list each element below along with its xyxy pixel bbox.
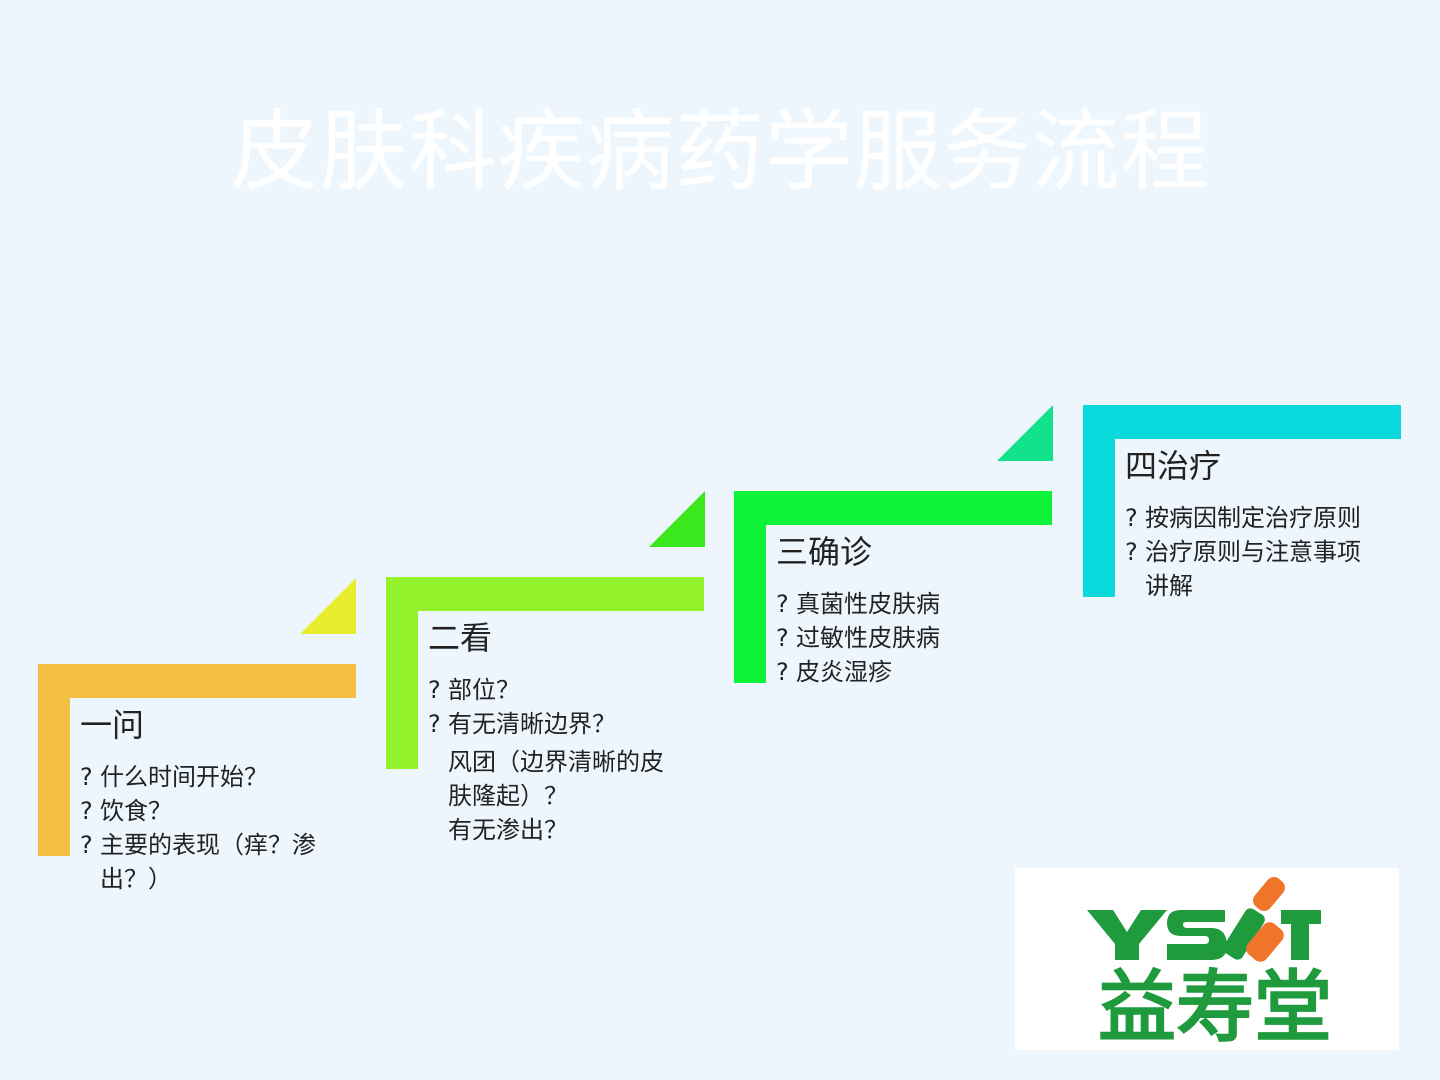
step-1-items: 什么时间开始？ 饮食？ 主要的表现（痒？渗 出？） <box>80 760 316 896</box>
step-1-left-bar <box>38 664 70 856</box>
step-1-top-bar <box>38 664 356 698</box>
step-2-item-3: 风团（边界清晰的皮 <box>448 748 664 776</box>
step-2-top-bar <box>386 577 704 611</box>
step-3: 三确诊 真菌性皮肤病 过敏性皮肤病 皮炎湿疹 <box>734 491 1064 711</box>
logo-chinese-name: 益寿堂 <box>1098 963 1332 1050</box>
step-3-corner-triangle <box>997 405 1053 461</box>
logo-graphic: 益寿堂 <box>1087 877 1332 1050</box>
step-1-title: 一问 <box>80 706 145 744</box>
step-3-title: 三确诊 <box>776 533 873 571</box>
step-2-title: 二看 <box>428 619 493 657</box>
step-3-item-3: 皮炎湿疹 <box>776 655 940 689</box>
step-1-item-1: 什么时间开始？ <box>80 760 316 794</box>
step-4-items: 按病因制定治疗原则 治疗原则与注意事项 讲解 <box>1125 501 1361 603</box>
step-4: 四治疗 按病因制定治疗原则 治疗原则与注意事项 讲解 <box>1083 405 1413 625</box>
step-2-item-1: 部位？ <box>428 673 664 707</box>
logo-pill-green <box>1223 908 1265 960</box>
step-4-top-bar <box>1083 405 1401 439</box>
step-3-item-1: 真菌性皮肤病 <box>776 587 940 621</box>
step-3-item-2: 过敏性皮肤病 <box>776 621 940 655</box>
logo-letter-s <box>1167 910 1227 960</box>
step-4-title: 四治疗 <box>1125 447 1222 485</box>
slide-title: 皮肤科疾病药学服务流程 <box>230 100 1210 203</box>
step-2-corner-triangle <box>649 491 705 547</box>
step-2-item-5: 有无渗出？ <box>448 816 568 844</box>
logo-pill-orange-bottom <box>1246 922 1284 962</box>
logo-pill-orange-top <box>1253 877 1285 911</box>
step-2-left-bar <box>386 577 418 769</box>
step-1-item-2: 饮食？ <box>80 794 316 828</box>
step-4-item-3: 讲解 <box>1145 572 1193 600</box>
step-2-item-4: 肤隆起）？ <box>448 782 568 810</box>
step-1-item-4: 出？） <box>100 865 172 893</box>
logo-letter-y <box>1087 910 1167 960</box>
step-4-item-2: 治疗原则与注意事项 <box>1125 535 1361 569</box>
step-3-left-bar <box>734 491 766 683</box>
company-logo: 益寿堂 <box>1015 868 1399 1050</box>
step-4-left-bar <box>1083 405 1115 597</box>
step-1-item-3: 主要的表现（痒？渗 <box>80 828 316 862</box>
step-2: 二看 部位？ 有无清晰边界？ 风团（边界清晰的皮 肤隆起）？ 有无渗出？ <box>386 577 716 857</box>
step-1: 一问 什么时间开始？ 饮食？ 主要的表现（痒？渗 出？） <box>38 664 358 904</box>
step-2-item-2: 有无清晰边界？ <box>428 707 664 741</box>
step-3-top-bar <box>734 491 1052 525</box>
step-1-corner-triangle <box>300 578 356 634</box>
step-2-items: 部位？ 有无清晰边界？ 风团（边界清晰的皮 肤隆起）？ 有无渗出？ <box>428 673 664 847</box>
step-4-item-1: 按病因制定治疗原则 <box>1125 501 1361 535</box>
step-3-items: 真菌性皮肤病 过敏性皮肤病 皮炎湿疹 <box>776 587 940 689</box>
logo-letter-t <box>1281 910 1321 960</box>
